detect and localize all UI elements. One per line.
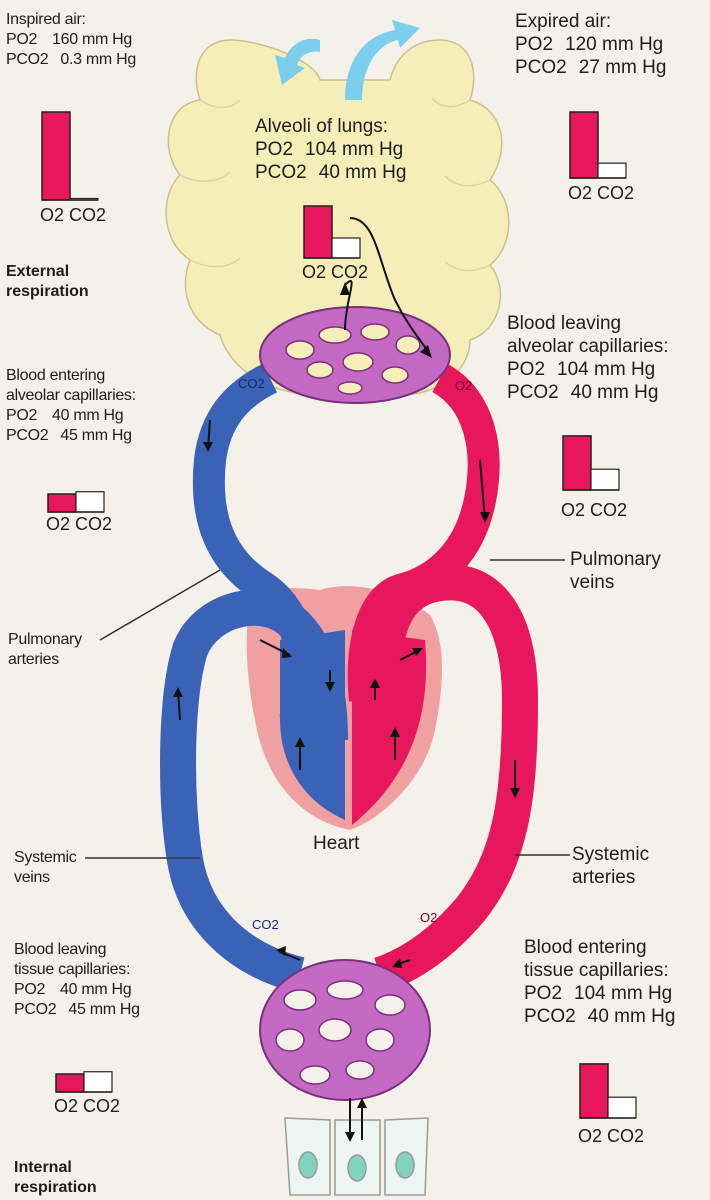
- blood-leaving-alveolar-o2-bar: [562, 435, 592, 491]
- expired-air-panel: Expired air: PO2 120 mm Hg PCO2 27 mm Hg: [515, 10, 666, 79]
- pulmonary-veins-label: Pulmonary veins: [570, 549, 661, 593]
- tissue-cells: [284, 1117, 429, 1196]
- leader-lines: [85, 559, 570, 859]
- blood-leaving-tissue-axis-labels: O2 CO2: [54, 1096, 121, 1116]
- blood-entering-alveolar-axis-labels: O2 CO2: [46, 514, 113, 534]
- lung-fold: [179, 97, 491, 272]
- alveoli-co2-bar: [331, 237, 361, 259]
- airflow-out-arrow: [345, 20, 420, 100]
- vessel-co2-label-bottom: CO2: [252, 917, 279, 932]
- internal-respiration-label: Internal respiration: [14, 1159, 97, 1196]
- blood-leaving-tissue-o2-bar: [55, 1073, 85, 1093]
- alveolar-capillary-holes: [285, 323, 421, 395]
- vessel-co2-label-top: CO2: [238, 376, 265, 391]
- blood-leaving-alveolar-co2-bar: [590, 468, 620, 491]
- blood-leaving-alveolar-axis-labels: O2 CO2: [561, 500, 628, 520]
- pressure-bars: [41, 111, 637, 1119]
- external-respiration-label: External respiration: [6, 263, 89, 300]
- pulmonary-arteries-label: Pulmonary arteries: [8, 631, 82, 668]
- inspired-pco2-label: PCO2: [6, 51, 49, 68]
- aorta-vessel: [364, 564, 539, 993]
- heart-label: Heart: [313, 833, 360, 854]
- blood-entering-tissue-co2-bar: [607, 1096, 637, 1119]
- expired-pco2-value: 27 mm Hg: [578, 57, 667, 78]
- alveoli-pco2-value: 40 mm Hg: [318, 162, 407, 183]
- inspired-axis-labels: O2 CO2: [40, 205, 107, 225]
- blood-entering-tissue-o2-bar: [579, 1063, 609, 1119]
- alveoli-title: Alveoli of lungs:: [255, 116, 389, 137]
- alveoli-axis-labels: O2 CO2: [302, 262, 369, 282]
- airflow-in-arrow: [275, 38, 320, 85]
- alveoli-panel: Alveoli of lungs: PO2 104 mm Hg PCO2 40 mm…: [255, 115, 406, 184]
- alveoli-po2-label: PO2: [255, 139, 294, 160]
- blood-entering-alveolar-o2-bar: [47, 493, 77, 513]
- alveoli-po2-value: 104 mm Hg: [305, 139, 404, 160]
- vessel-o2-label-bottom: O2: [420, 910, 438, 925]
- inspired-o2-bar: [41, 111, 71, 201]
- alveoli-o2-bar: [303, 205, 333, 259]
- expired-axis-labels: O2 CO2: [568, 183, 635, 203]
- expired-po2-value: 120 mm Hg: [565, 34, 664, 55]
- blood-entering-alveolar-panel: Blood entering alveolar capillaries: PO2…: [6, 367, 136, 444]
- blood-entering-tissue-axis-labels: O2 CO2: [578, 1126, 645, 1146]
- lung-shape: [165, 39, 510, 396]
- blood-entering-alveolar-co2-bar: [75, 491, 105, 513]
- inspired-po2-label: PO2: [6, 31, 38, 48]
- alveoli-pco2-label: PCO2: [255, 162, 307, 183]
- expired-co2-bar: [597, 162, 627, 179]
- blood-leaving-tissue-co2-bar: [83, 1071, 113, 1093]
- right-ventricle: [280, 630, 345, 820]
- inspired-pco2-value: 0.3 mm Hg: [60, 51, 136, 68]
- inspired-air-title: Inspired air:: [6, 11, 86, 28]
- systemic-veins-label: Systemic veins: [14, 849, 77, 886]
- arrowheads: [173, 282, 520, 1142]
- vessel-o2-label-top: O2: [455, 378, 473, 393]
- pulmonary-vein-vessel: [347, 363, 500, 702]
- expired-pco2-label: PCO2: [515, 57, 567, 78]
- inspired-air-panel: Inspired air: PO2 160 mm Hg PCO2 0.3 mm Hg: [6, 10, 136, 70]
- expired-o2-bar: [569, 111, 599, 179]
- inspired-po2-value: 160 mm Hg: [52, 31, 132, 48]
- systemic-arteries-label: Systemic arteries: [572, 844, 650, 888]
- expired-air-title: Expired air:: [515, 11, 612, 32]
- left-ventricle: [352, 630, 427, 825]
- tissue-capillary-holes: [275, 980, 406, 1085]
- expired-po2-label: PO2: [515, 34, 554, 55]
